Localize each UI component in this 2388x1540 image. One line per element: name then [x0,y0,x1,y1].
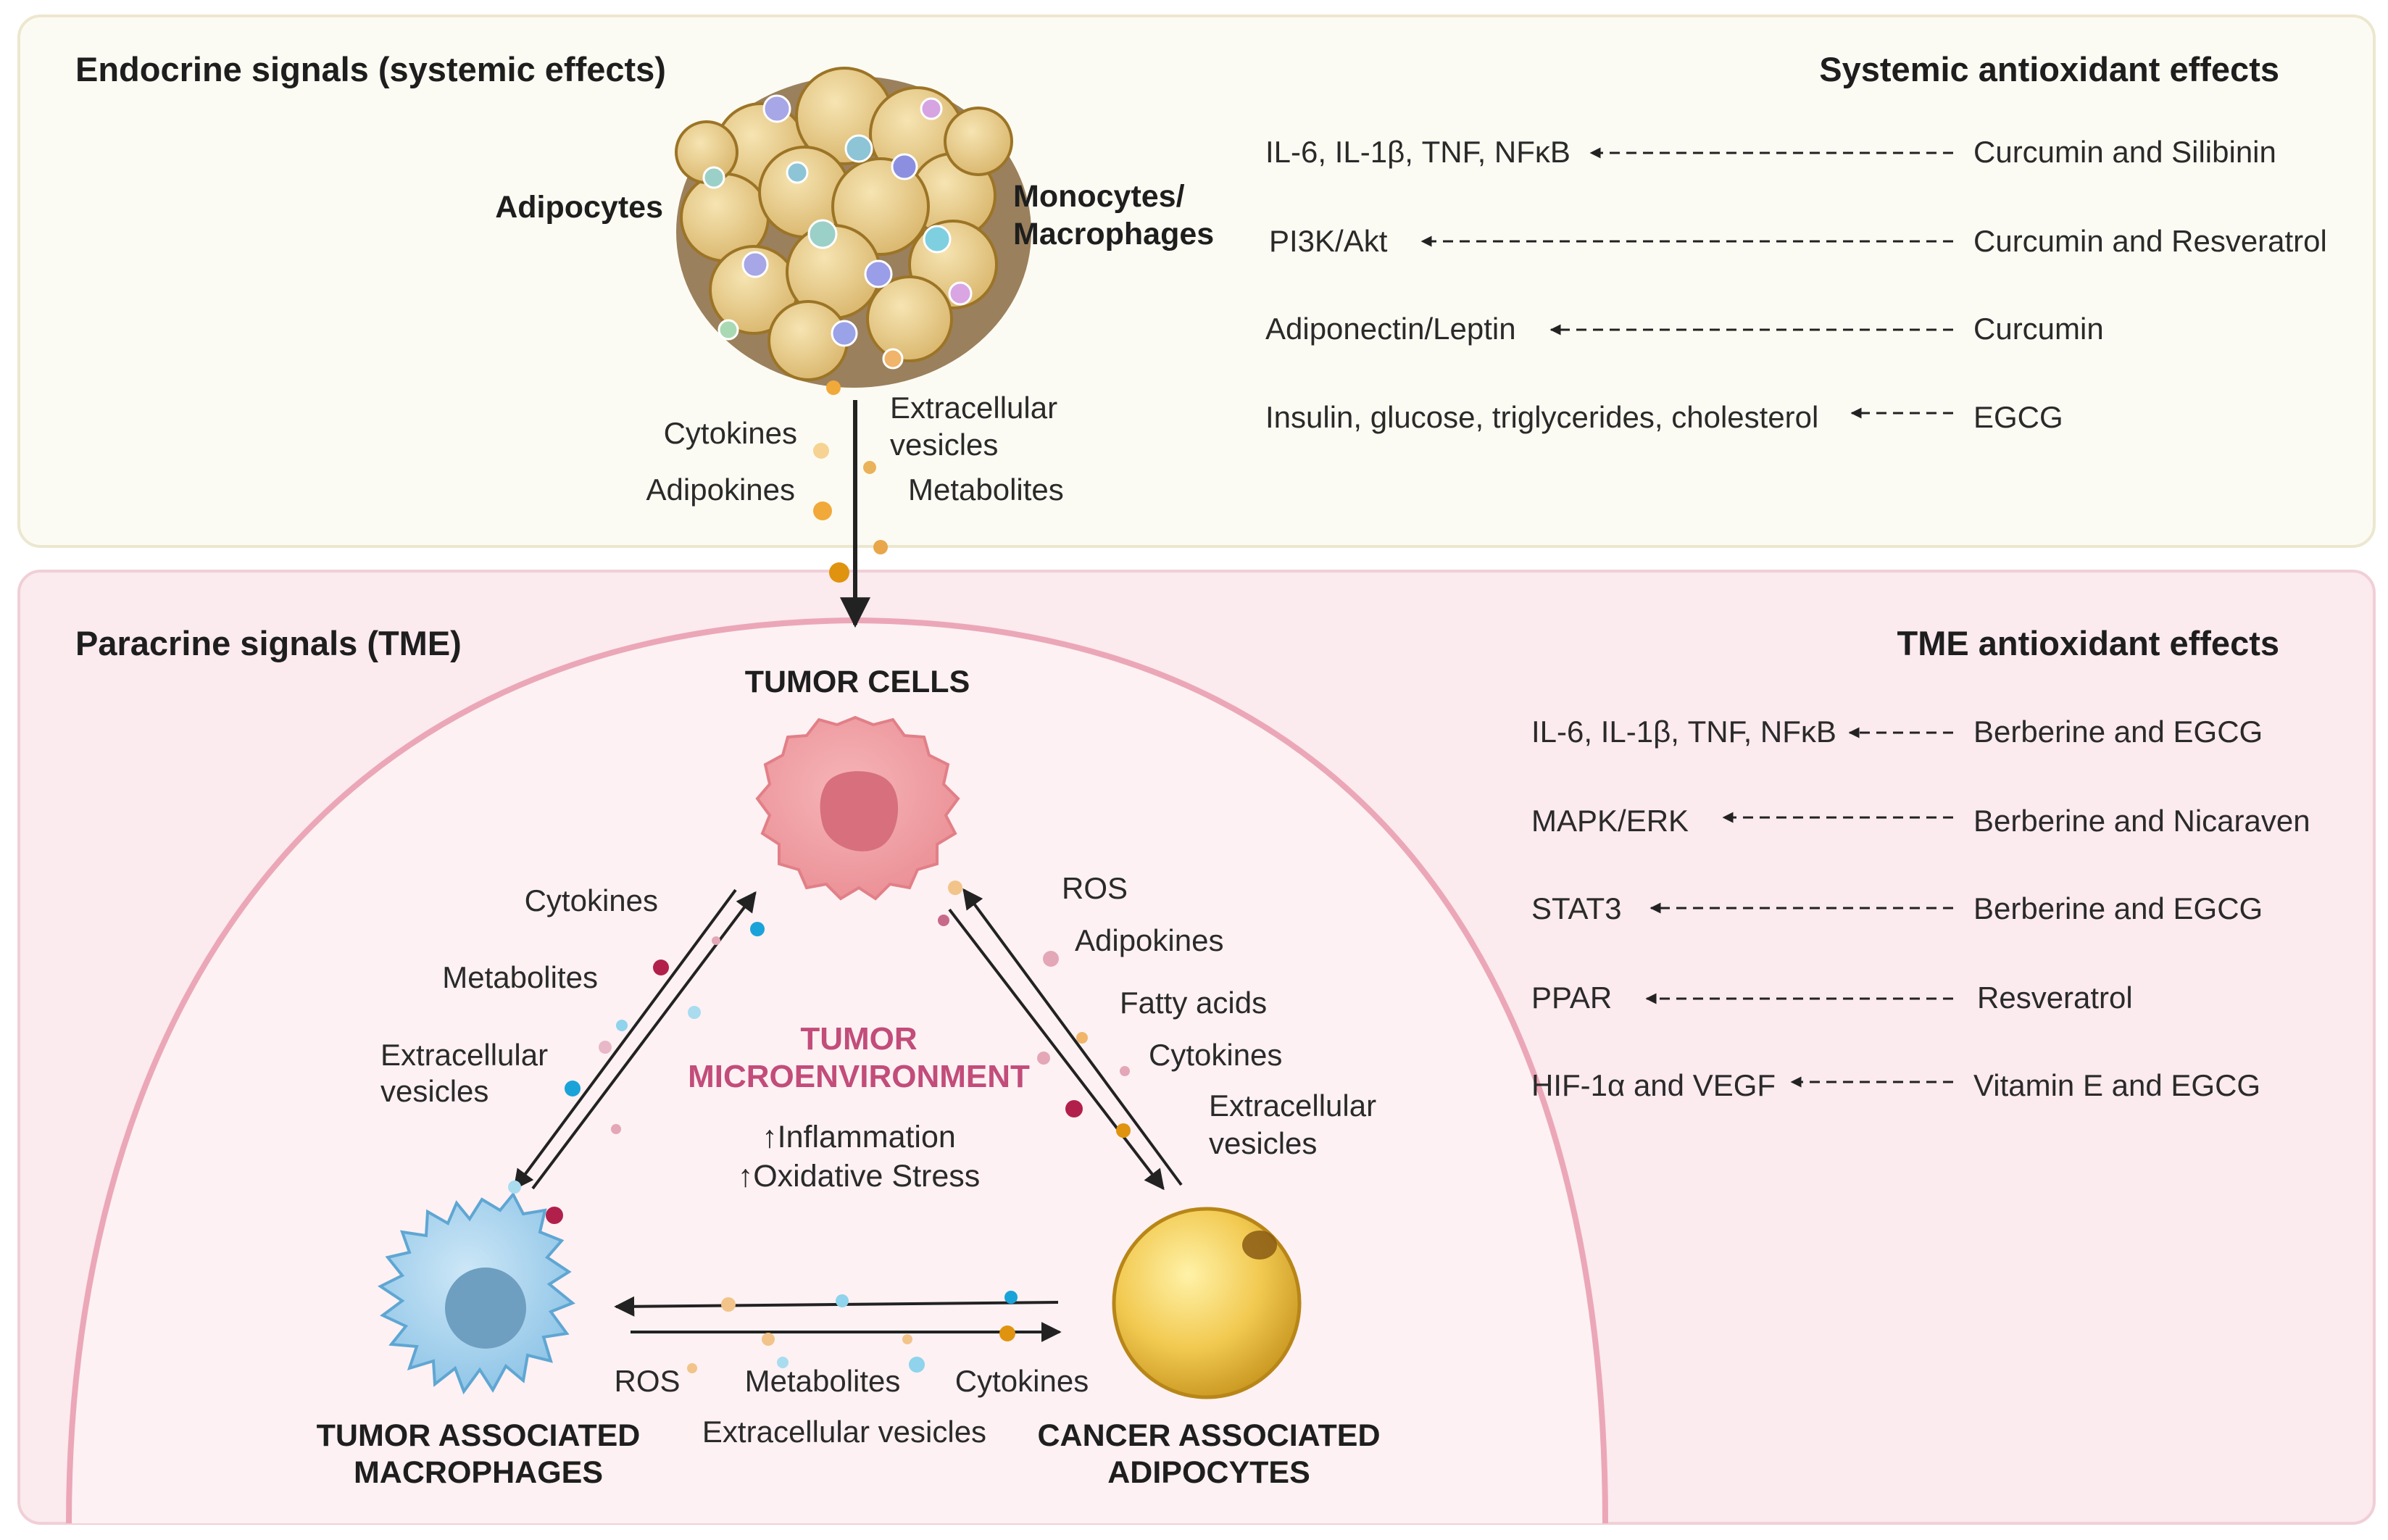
tam-label-line1: TUMOR ASSOCIATED [317,1418,641,1453]
paracrine-particles [508,881,1131,1373]
endocrine-signal-cytokines: Cytokines [664,416,797,450]
tumor-associated-macrophage [378,1191,575,1395]
tme-agent-4: Resveratrol [1977,981,2133,1015]
tumor-cells-label: TUMOR CELLS [745,665,970,699]
systemic-target-4: Insulin, glucose, triglycerides, cholest… [1265,400,1818,434]
paracrine-heading: Paracrine signals (TME) [75,624,462,662]
endocrine-signal-metabolites: Metabolites [908,473,1064,507]
tam-tumor-metabolites: Metabolites [442,960,598,994]
systemic-effects-heading: Systemic antioxidant effects [1819,50,2279,88]
caa-tumor-cytokines: Cytokines [1149,1038,1282,1072]
caa-tumor-adipokines: Adipokines [1075,923,1223,957]
tam-tumor-ev-line2: vesicles [380,1074,488,1108]
tme-target-3: STAT3 [1531,891,1621,925]
endocrine-signal-adipokines: Adipokines [646,473,795,507]
tme-target-4: PPAR [1531,981,1612,1015]
oxidative-stress-label: ↑Oxidative Stress [738,1159,981,1194]
systemic-agent-3: Curcumin [1973,312,2104,346]
cancer-associated-adipocyte [1112,1207,1302,1399]
systemic-agent-4: EGCG [1973,400,2063,434]
tme-effects-list: IL-6, IL-1β, TNF, NFκB Berberine and EGC… [1531,715,2310,1102]
tme-target-1: IL-6, IL-1β, TNF, NFκB [1531,715,1836,749]
adipose-tissue-cluster [675,67,1031,388]
endocrine-particles [813,380,888,583]
systemic-effects-list: IL-6, IL-1β, TNF, NFκB Curcumin and Sili… [1265,135,2327,434]
tam-tumor-cytokines: Cytokines [525,883,658,917]
tme-target-2: MAPK/ERK [1531,804,1689,838]
endocrine-signal-ev-line2: vesicles [890,428,998,462]
tme-agent-5: Vitamin E and EGCG [1973,1068,2260,1102]
tme-agent-2: Berberine and Nicaraven [1973,804,2310,838]
tme-effects-heading: TME antioxidant effects [1897,624,2279,662]
adipocytes-label: Adipocytes [495,190,663,225]
caa-to-tumor-arrow [962,888,1183,1186]
tumor-cell [755,715,960,901]
systemic-target-2: PI3K/Akt [1269,224,1388,258]
tam-label-line2: MACROPHAGES [354,1455,603,1490]
systemic-target-3: Adiponectin/Leptin [1265,312,1516,346]
endocrine-signal-ev-line1: Extracellular [890,391,1057,425]
systemic-agent-1: Curcumin and Silibinin [1973,135,2276,169]
tam-tumor-ev-line1: Extracellular [380,1038,548,1072]
systemic-target-1: IL-6, IL-1β, TNF, NFκB [1265,135,1570,169]
tme-agent-1: Berberine and EGCG [1973,715,2263,749]
tme-label-line1: TUMOR [800,1021,917,1057]
caa-tumor-fatty-acids: Fatty acids [1120,986,1267,1020]
bottom-metabolites: Metabolites [745,1364,901,1398]
bottom-cytokines: Cytokines [955,1364,1089,1398]
tumor-to-tam-arrow [513,888,737,1191]
inflammation-label: ↑Inflammation [762,1120,956,1154]
tme-label-line2: MICROENVIRONMENT [688,1059,1030,1094]
tumor-to-caa-arrow [948,908,1165,1191]
bottom-ros: ROS [614,1364,680,1398]
tme-target-5: HIF-1α and VEGF [1531,1068,1776,1102]
caa-label-line1: CANCER ASSOCIATED [1037,1418,1380,1453]
caa-tumor-ev-line2: vesicles [1209,1126,1317,1160]
top-panel [17,14,2376,548]
bottom-extracellular-vesicles: Extracellular vesicles [702,1415,986,1449]
endocrine-heading: Endocrine signals (systemic effects) [75,50,666,88]
monocytes-label-line1: Monocytes/ [1013,179,1185,214]
caa-tumor-ev-line1: Extracellular [1209,1089,1376,1123]
caa-tumor-ros: ROS [1062,871,1128,905]
monocytes-label-line2: Macrophages [1013,217,1214,251]
caa-label-line2: ADIPOCYTES [1107,1455,1310,1490]
systemic-agent-2: Curcumin and Resveratrol [1973,224,2327,258]
tme-agent-3: Berberine and EGCG [1973,891,2263,925]
